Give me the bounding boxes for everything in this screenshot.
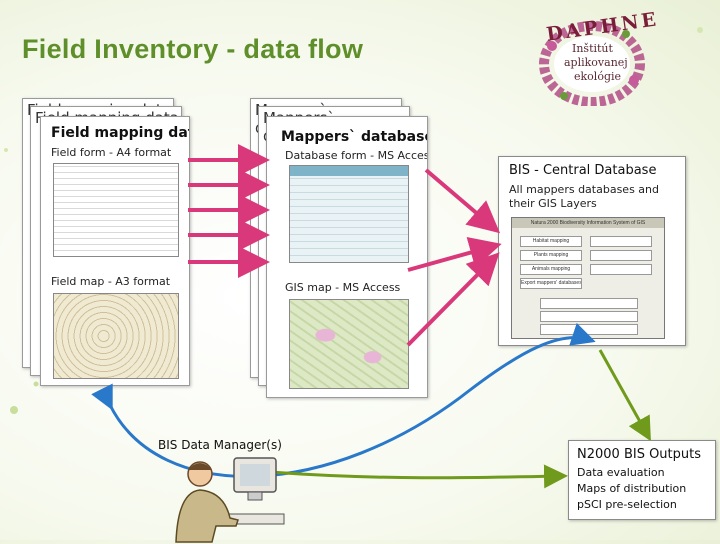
- bis-screen-button-blank: [540, 311, 638, 322]
- field-mapping-title: Field mapping data: [51, 125, 190, 141]
- daphne-logo: DAPHNE Inštitút aplikovanej ekológie: [538, 8, 660, 106]
- flower-wreath-icon: [539, 21, 645, 106]
- outputs-item: pSCI pre-selection: [577, 498, 677, 511]
- mappers-db-title: Mappers` databases: [281, 129, 428, 145]
- logo-line-3: ekológie: [574, 70, 622, 83]
- logo-line-1: Inštitút: [572, 42, 613, 55]
- db-form-thumbnail: [289, 165, 409, 263]
- page-title: Field Inventory - data flow: [22, 34, 364, 64]
- field-mapping-card: Field mapping data Field form - A4 forma…: [40, 116, 190, 386]
- logo-line-2: aplikovanej: [564, 56, 628, 69]
- outputs-item: Data evaluation: [577, 466, 665, 479]
- bis-screen-button: Export mappers' databases: [520, 278, 582, 289]
- db-form-label: Database form - MS Access: [285, 149, 428, 162]
- bis-screen-button-blank: [590, 250, 652, 261]
- bis-app-screenshot: Natura 2000 Biodiversity Information Sys…: [511, 217, 665, 339]
- bis-screen-button-blank: [540, 298, 638, 309]
- bis-screen-button: Animals mapping: [520, 264, 582, 275]
- bis-screen-button-blank: [590, 264, 652, 275]
- bis-screen-button-blank: [540, 324, 638, 335]
- central-database-title: BIS - Central Database: [509, 163, 657, 178]
- bis-screen-button: Plants mapping: [520, 250, 582, 261]
- central-database-subtitle: All mappers databases and their GIS Laye…: [509, 183, 659, 210]
- bis-screen-button-blank: [590, 236, 652, 247]
- manager-to-outputs-arrow: [269, 464, 568, 489]
- gis-map-label: GIS map - MS Access: [285, 281, 401, 294]
- central-to-outputs-arrow: [598, 349, 651, 442]
- data-manager-label: BIS Data Manager(s): [158, 438, 282, 452]
- bis-screen-title: Natura 2000 Biodiversity Information Sys…: [512, 218, 664, 228]
- person-at-computer-icon: [175, 457, 285, 543]
- outputs-title: N2000 BIS Outputs: [577, 447, 702, 462]
- field-form-label: Field form - A4 format: [51, 146, 172, 159]
- field-map-thumbnail: [53, 293, 179, 379]
- central-database-box: BIS - Central Database All mappers datab…: [498, 156, 686, 346]
- field-form-thumbnail: [53, 163, 179, 257]
- mappers-db-card: Mappers` databases Database form - MS Ac…: [266, 116, 428, 398]
- bis-screen-button: Habitat mapping: [520, 236, 582, 247]
- gis-map-thumbnail: [289, 299, 409, 389]
- outputs-item: Maps of distribution: [577, 482, 687, 495]
- outputs-box: N2000 BIS Outputs Data evaluation Maps o…: [568, 440, 716, 520]
- field-map-label: Field map - A3 format: [51, 275, 171, 288]
